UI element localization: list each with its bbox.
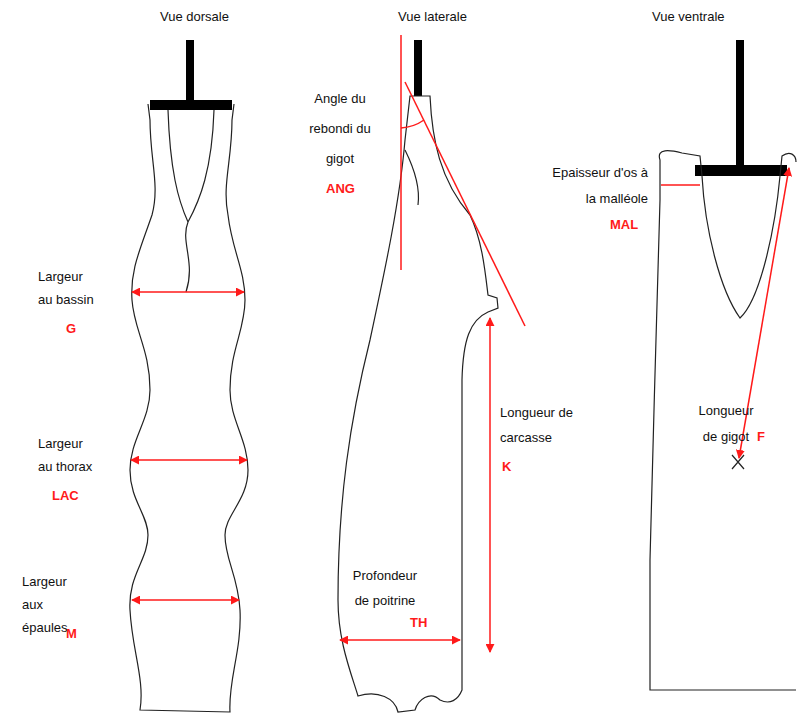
- measure-name: Epaisseur d'os à la malléole: [548, 160, 648, 212]
- angle-arc: [401, 120, 424, 128]
- cross-mark: [732, 455, 744, 469]
- ventral-measures: [661, 168, 789, 458]
- carcass-outline: [338, 96, 498, 712]
- measure-name: Profondeur de poitrine: [345, 563, 425, 613]
- view-title: Vue laterale: [398, 8, 467, 26]
- hook-crossbar: [695, 165, 787, 176]
- hook-bar: [186, 40, 194, 102]
- leg-line: [405, 150, 418, 205]
- carcass-outline: [130, 104, 248, 712]
- view-title: Vue ventrale: [652, 8, 725, 26]
- hook-bar: [414, 40, 422, 96]
- measure-name: Longueur de carcasse: [500, 400, 580, 450]
- width-arrow: [132, 599, 239, 601]
- lateral-view: [338, 40, 498, 712]
- measure-code: M: [66, 625, 77, 643]
- hook-crossbar: [150, 100, 232, 110]
- bone-thickness-line: [661, 184, 700, 186]
- measure-name: Longueur de gigot: [694, 398, 758, 450]
- dorsal-view: [130, 40, 248, 712]
- dorsal-arrows: [131, 292, 247, 600]
- length-arrow: [489, 318, 491, 652]
- measure-code: TH: [410, 614, 427, 632]
- measure-code: F: [757, 428, 765, 446]
- measure-name: Largeur au thorax: [38, 432, 96, 478]
- measure-code: MAL: [610, 216, 638, 234]
- measure-code: G: [66, 320, 76, 338]
- ventral-view: [650, 40, 796, 690]
- depth-arrow: [340, 639, 460, 641]
- measure-code: LAC: [52, 487, 79, 505]
- measure-name: Angle du rebondi du gigot: [305, 84, 375, 174]
- measure-code: ANG: [326, 180, 355, 198]
- carcass-outline: [650, 151, 796, 690]
- view-title: Vue dorsale: [160, 8, 229, 26]
- measure-code: K: [502, 458, 511, 476]
- width-arrow: [132, 291, 244, 293]
- tangent-line: [405, 82, 525, 326]
- measure-name: Largeur au bassin: [38, 265, 96, 311]
- leg-split: [168, 110, 214, 292]
- vertical-reference: [400, 35, 402, 270]
- width-arrow: [131, 459, 247, 461]
- hook-bar: [736, 40, 744, 168]
